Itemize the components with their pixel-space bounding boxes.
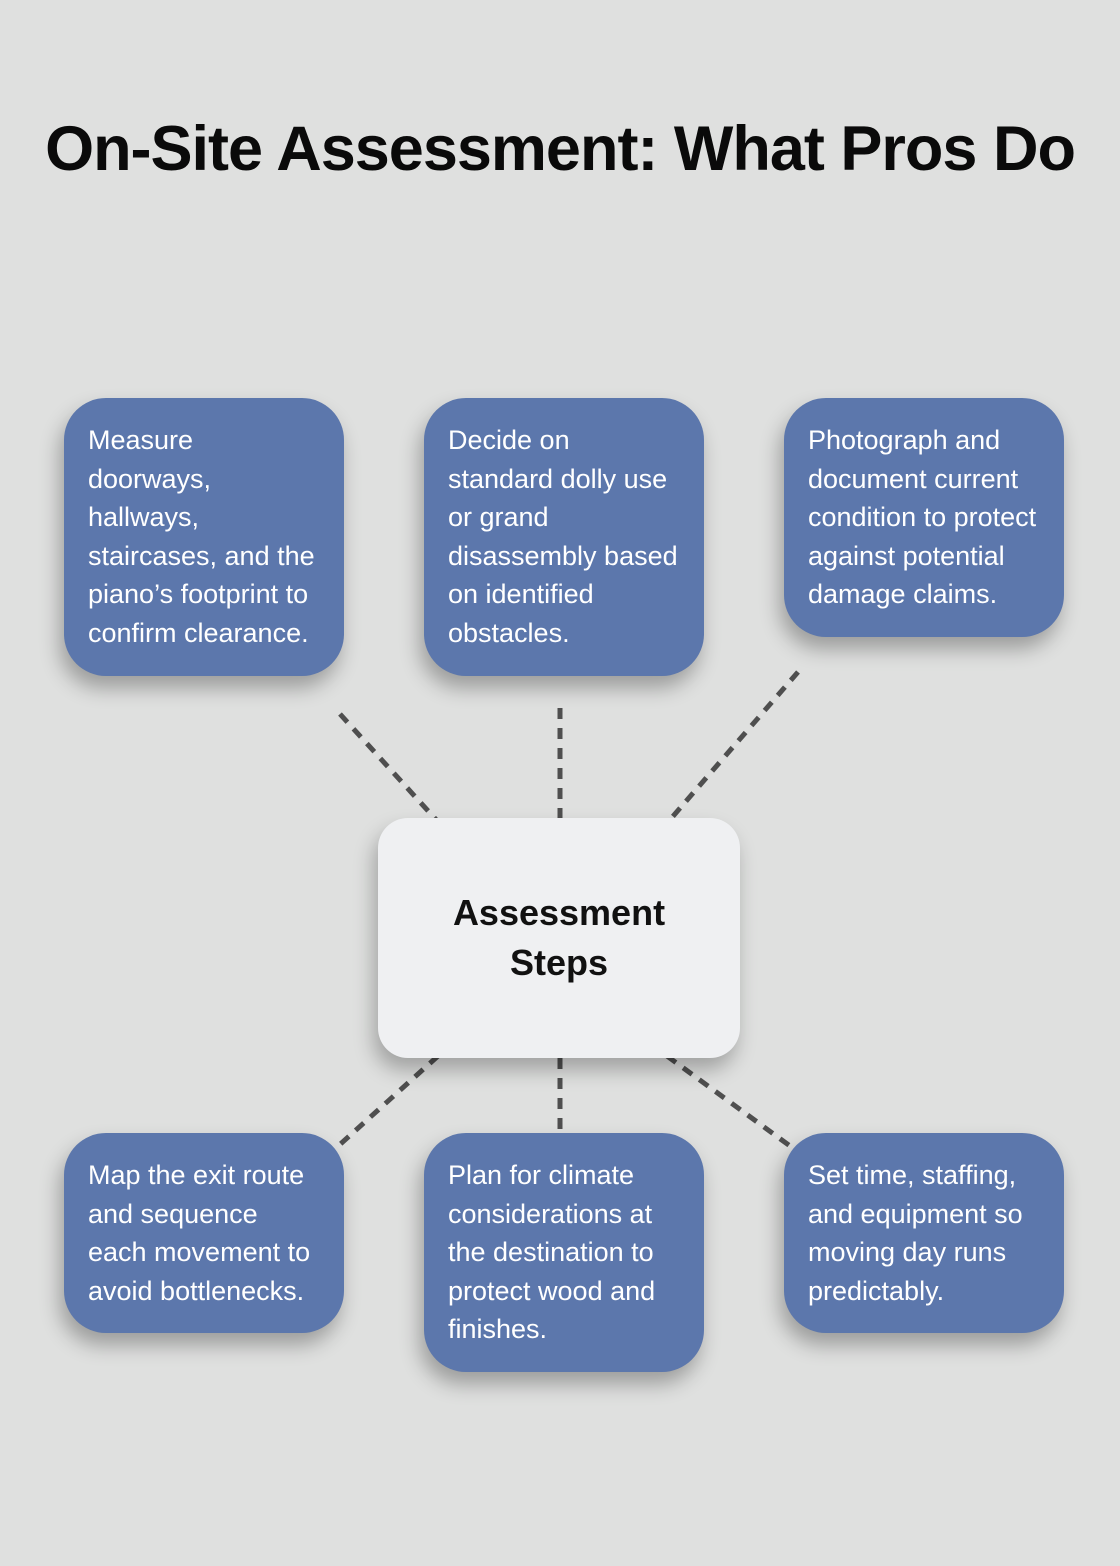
center-node-assessment-steps: Assessment Steps <box>378 818 740 1058</box>
node-map-exit-route: Map the exit route and sequence each mov… <box>64 1133 344 1334</box>
connector-bottom-right <box>665 1053 792 1149</box>
node-photograph-document: Photograph and document current conditio… <box>784 398 1064 638</box>
connector-top-right <box>666 670 800 824</box>
node-measure-clearance: Measure doorways, hallways, staircases, … <box>64 398 344 676</box>
connector-bottom-left <box>334 1054 440 1150</box>
node-dolly-or-disassembly: Decide on standard dolly use or grand di… <box>424 398 704 676</box>
connector-top-left <box>338 712 442 826</box>
page-title: On-Site Assessment: What Pros Do <box>45 114 1076 184</box>
node-climate-plan: Plan for climate considerations at the d… <box>424 1133 704 1373</box>
node-time-staffing: Set time, staffing, and equipment so mov… <box>784 1133 1064 1334</box>
